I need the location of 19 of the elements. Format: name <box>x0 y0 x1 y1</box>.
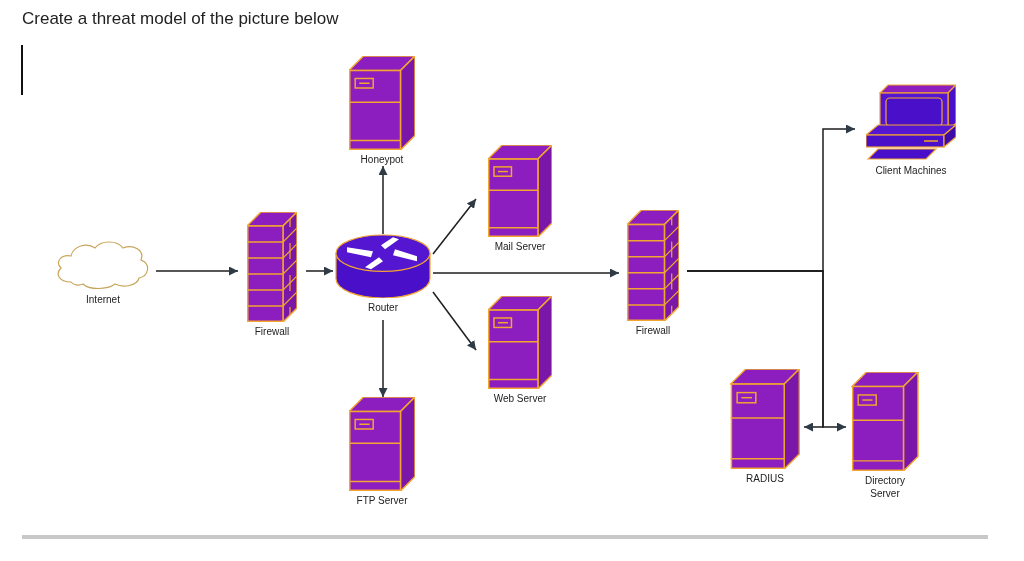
page-title: Create a threat model of the picture below <box>22 8 339 30</box>
arrow <box>432 268 620 278</box>
node-label: Directory Server <box>864 474 906 500</box>
node-label: Web Server <box>492 392 548 405</box>
arrow <box>432 291 477 351</box>
node-label: FTP Server <box>355 494 409 507</box>
node-label: Honeypot <box>359 153 405 166</box>
node-label: RADIUS <box>745 472 785 485</box>
arrow <box>155 266 239 276</box>
node-label: Internet <box>85 293 121 306</box>
node-label: Mail Server <box>493 240 547 253</box>
arrow <box>305 266 334 276</box>
arrow <box>378 319 388 398</box>
arrow <box>432 198 477 255</box>
arrow <box>378 165 388 235</box>
node-label: Firewall <box>634 324 672 337</box>
node-label: Client Machines <box>874 164 948 177</box>
node-label: Firewall <box>253 325 291 338</box>
node-label: Router <box>367 301 399 314</box>
